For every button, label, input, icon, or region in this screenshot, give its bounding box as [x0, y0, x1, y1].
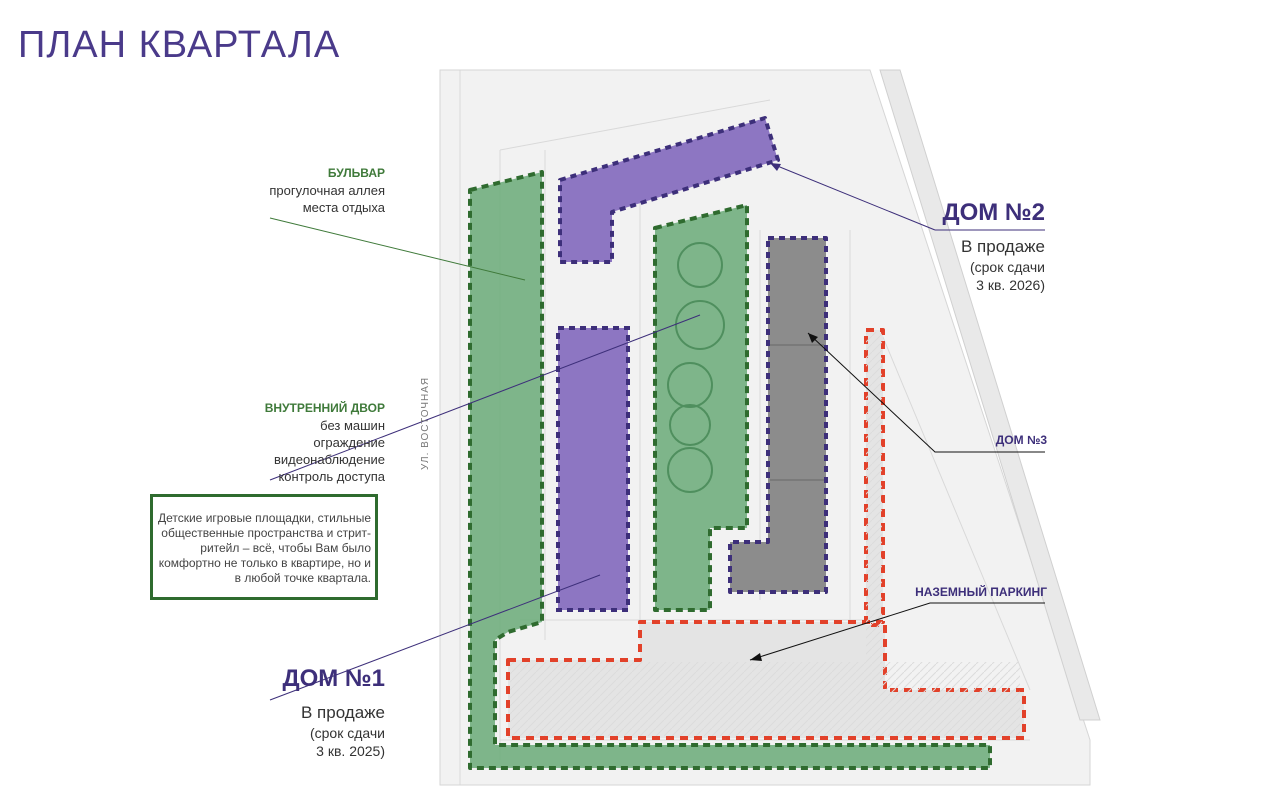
house3-heading: ДОМ №3 [995, 433, 1047, 447]
house1-heading: ДОМ №1 [282, 665, 385, 692]
house2-term: 3 кв. 2026) [976, 277, 1045, 293]
house2-status: В продаже [960, 237, 1045, 256]
parking-label: НАЗЕМНЫЙ ПАРКИНГ [860, 584, 1047, 601]
house3-building [728, 236, 828, 594]
courtyard-label: ВНУТРЕННИЙ ДВОР без машин ограждение вид… [190, 400, 385, 485]
page-title: ПЛАН КВАРТАЛА [18, 24, 341, 66]
leader-courtyard [269, 314, 701, 481]
parking-strip [866, 332, 882, 690]
boulevard-line: места отдыха [302, 200, 385, 215]
leader-house2b [769, 162, 936, 231]
boulevard-zone [468, 170, 992, 770]
courtyard-line: без машин [320, 418, 385, 433]
parking-hatch [510, 662, 1020, 736]
house2-heading: ДОМ №2 [942, 199, 1045, 226]
house2-term: (срок сдачи [969, 259, 1045, 275]
boulevard-line: прогулочная аллея [269, 183, 385, 198]
arrow-house2 [770, 163, 781, 171]
courtyard-line: ограждение [313, 435, 385, 450]
house1-term: (срок сдачи [309, 725, 385, 741]
street-label: УЛ. ВОСТОЧНАЯ [420, 376, 431, 470]
courtyard-heading: ВНУТРЕННИЙ ДВОР [264, 401, 385, 415]
info-box: Детские игровые площадки, стильные общес… [150, 494, 378, 600]
boulevard-label: БУЛЬВАР прогулочная аллея места отдыха [190, 165, 385, 216]
house1-label: ДОМ №1 В продаже (срок сдачи 3 кв. 2025) [190, 664, 385, 760]
house2-building [558, 116, 780, 264]
house1-building [556, 326, 630, 612]
house1-term: 3 кв. 2025) [316, 743, 385, 759]
leader-house3 [807, 332, 1045, 453]
info-box-text: Детские игровые площадки, стильные общес… [157, 511, 371, 585]
leader-house1 [269, 574, 601, 701]
house3-label: ДОМ №3 [940, 432, 1047, 449]
house1-status: В продаже [300, 703, 385, 722]
arrow-house3 [808, 333, 818, 343]
road-right [879, 69, 1101, 721]
leader-boulevard [269, 217, 526, 281]
arrow-parking [750, 653, 762, 661]
parking-heading: НАЗЕМНЫЙ ПАРКИНГ [915, 585, 1047, 599]
house2-label: ДОМ №2 В продаже (срок сдачи 3 кв. 2026) [860, 198, 1045, 294]
courtyard-line: видеонаблюдение [273, 452, 385, 467]
boulevard-heading: БУЛЬВАР [327, 166, 385, 180]
leader-parking [749, 602, 1045, 661]
courtyard-line: контроль доступа [278, 469, 385, 484]
